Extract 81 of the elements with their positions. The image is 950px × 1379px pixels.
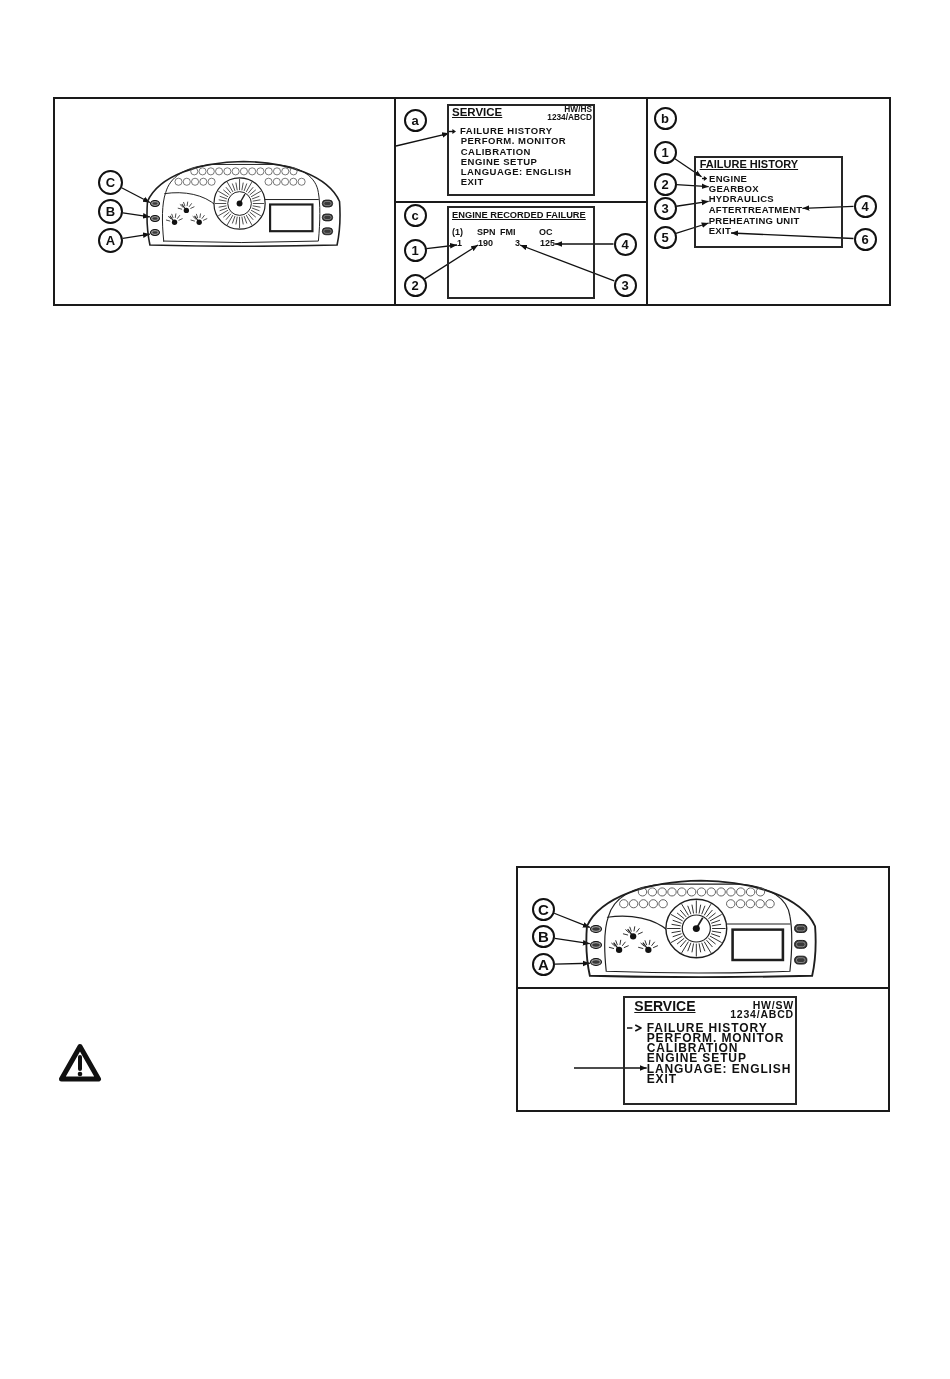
- leader-arrow: [730, 230, 855, 240]
- cluster-button: [589, 957, 602, 966]
- menu-item: AFTERTREATMENT: [708, 205, 803, 216]
- callout-number: 3: [653, 196, 677, 220]
- callout-letter: b: [653, 106, 677, 130]
- fault-code-value: 1: [457, 238, 462, 248]
- callout-letter: a: [403, 108, 427, 132]
- callout-number: 2: [653, 172, 677, 196]
- callout-letter: A: [532, 953, 555, 976]
- callout-letter: C: [532, 897, 555, 921]
- column-header: OC: [539, 227, 553, 237]
- menu-item: LANGUAGE: ENGLISH: [460, 166, 572, 177]
- callout-letter: B: [532, 925, 555, 948]
- callout-letter: A: [98, 228, 123, 253]
- menu-item: ENGINE SETUP: [646, 1053, 747, 1064]
- column-header: FMI: [500, 227, 516, 237]
- leader-arrow: [554, 241, 615, 247]
- screen-heading: SERVICE: [634, 998, 696, 1015]
- menu-item: PERFORM. MONITOR: [460, 136, 567, 147]
- column-header: SPN: [477, 227, 496, 237]
- callout-letter: C: [98, 169, 123, 195]
- menu-item: CALIBRATION: [646, 1043, 739, 1054]
- fault-code-value: 3: [515, 238, 520, 248]
- menu-item: EXIT: [460, 176, 484, 187]
- fault-code-value: 190: [478, 238, 494, 248]
- callout-number: 4: [613, 232, 637, 256]
- pointer-arrow: [395, 132, 450, 147]
- screen-heading: FAILURE HISTORY: [699, 158, 799, 172]
- version-label: HW/SW 1234/ABCD: [729, 1001, 794, 1018]
- leader-arrow: [424, 244, 479, 280]
- callout-number: 1: [653, 140, 677, 164]
- figure-panel: [516, 987, 890, 1112]
- menu-item: EXIT: [708, 226, 731, 236]
- menu-item: GEARBOX: [708, 183, 759, 194]
- callout-letter: B: [98, 198, 123, 224]
- menu-item: EXIT: [646, 1073, 677, 1084]
- leader-arrow: [675, 222, 710, 235]
- leader-arrow: [553, 912, 591, 929]
- menu-item: PREHEATING UNIT: [708, 216, 800, 226]
- menu-item: PERFORM. MONITOR: [646, 1033, 785, 1044]
- leader-arrow: [675, 199, 710, 207]
- version-label: HW/HS 1234/ABCD: [546, 104, 592, 121]
- menu-item: LANGUAGE: ENGLISH: [646, 1063, 792, 1074]
- menu-item: ENGINE SETUP: [460, 156, 538, 167]
- leader-arrow: [519, 244, 615, 282]
- callout-number: 1: [403, 238, 427, 262]
- fault-code-value: 125: [540, 238, 556, 248]
- display-screen: [446, 206, 595, 299]
- display-screen: [623, 996, 797, 1105]
- leader-arrow: [554, 960, 591, 967]
- leader-arrow: [120, 187, 151, 204]
- display-screen: [694, 156, 843, 248]
- leader-arrow: [554, 937, 591, 946]
- menu-item: FAILURE HISTORY: [460, 126, 553, 137]
- figure-panel: [516, 866, 890, 989]
- leader-arrow: [675, 183, 710, 190]
- menu-item: ENGINE: [709, 173, 748, 184]
- leader-arrow: [122, 232, 151, 240]
- leader-arrow: [122, 212, 151, 219]
- callout-number: 6: [853, 227, 877, 251]
- callout-number: 3: [613, 273, 637, 297]
- cluster-button: [589, 941, 602, 950]
- figure-panel: [646, 97, 891, 306]
- menu-item: HYDRAULICS: [708, 194, 774, 205]
- screen-heading: ENGINE RECORDED FAILURE: [452, 210, 586, 222]
- callout-number: 5: [653, 225, 677, 249]
- leader-arrow: [425, 243, 458, 250]
- callout-letter: c: [403, 203, 427, 227]
- leader-arrow: [673, 157, 703, 178]
- display-screen: [447, 104, 595, 196]
- figure-panel: [394, 201, 648, 306]
- menu-item: FAILURE HISTORY: [646, 1023, 768, 1034]
- figure-panel: [53, 97, 396, 306]
- screen-heading: SERVICE: [452, 106, 503, 120]
- callout-number: 4: [853, 194, 877, 218]
- leader-arrow: [801, 205, 855, 211]
- pointer-arrow: [573, 1065, 648, 1071]
- cluster-button: [589, 925, 602, 933]
- callout-number: 2: [403, 273, 427, 297]
- menu-item: CALIBRATION: [460, 146, 531, 157]
- column-header: (1): [452, 227, 463, 237]
